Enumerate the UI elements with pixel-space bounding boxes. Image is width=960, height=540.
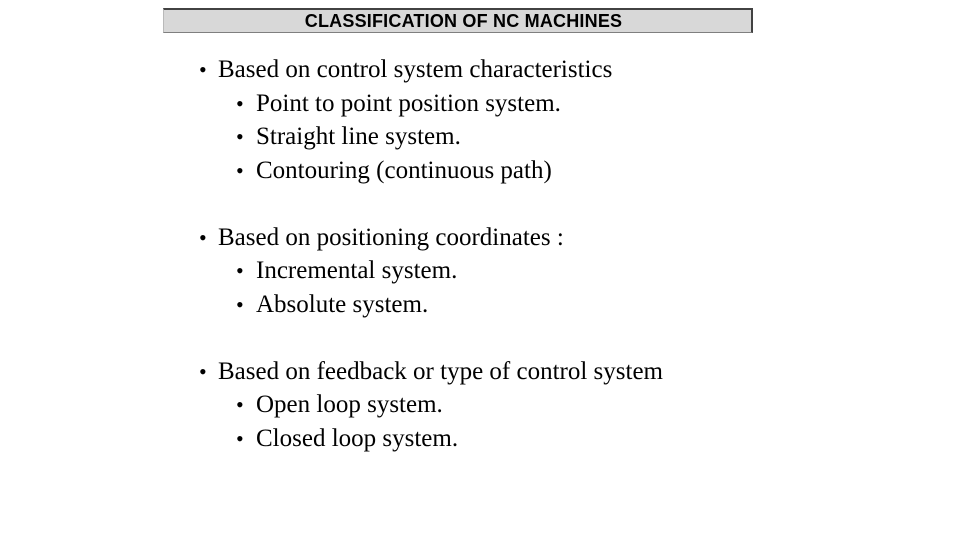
item-text: Point to point position system. xyxy=(256,89,561,117)
bullet-icon: • xyxy=(236,392,244,417)
item-text: Contouring (continuous path) xyxy=(256,156,552,184)
bullet-item: • Open loop system. xyxy=(236,388,960,422)
bullet-icon: • xyxy=(236,90,244,116)
bullet-group-feedback-control: • Based on feedback or type of control sy… xyxy=(0,355,960,456)
slide-title: CLASSIFICATION OF NC MACHINES xyxy=(304,10,623,31)
bullet-item: • Closed loop system. xyxy=(236,422,960,456)
bullet-item: • Contouring (continuous path) xyxy=(236,154,960,188)
heading-text: Based on positioning coordinates : xyxy=(218,223,564,251)
bullet-icon: • xyxy=(236,425,244,451)
bullet-group-control-system: • Based on control system characteristics… xyxy=(0,53,960,187)
bullet-item: • Straight line system. xyxy=(236,120,960,154)
slide-content: • Based on control system characteristics… xyxy=(0,53,960,455)
bullet-heading: • Based on control system characteristics xyxy=(199,53,960,87)
bullet-icon: • xyxy=(236,258,244,283)
item-text: Closed loop system. xyxy=(256,424,459,452)
heading-text: Based on feedback or type of control sys… xyxy=(218,357,664,385)
item-text: Open loop system. xyxy=(256,391,443,418)
item-text: Incremental system. xyxy=(256,257,458,284)
bullet-icon: • xyxy=(199,224,207,250)
bullet-item: • Absolute system. xyxy=(236,288,960,322)
bullet-icon: • xyxy=(236,157,244,183)
bullet-heading: • Based on feedback or type of control sy… xyxy=(199,355,960,389)
bullet-item: • Point to point position system. xyxy=(236,87,960,121)
heading-text: Based on control system characteristics xyxy=(218,56,613,83)
bullet-group-positioning-coordinates: • Based on positioning coordinates : • Inc… xyxy=(0,221,960,322)
bullet-item: • Incremental system. xyxy=(236,254,960,288)
title-bar: CLASSIFICATION OF NC MACHINES xyxy=(163,8,753,33)
item-text: Straight line system. xyxy=(256,123,461,150)
item-text: Absolute system. xyxy=(256,290,429,318)
bullet-icon: • xyxy=(236,124,244,149)
bullet-heading: • Based on positioning coordinates : xyxy=(199,221,960,255)
bullet-icon: • xyxy=(199,358,207,384)
bullet-icon: • xyxy=(236,291,244,317)
bullet-icon: • xyxy=(199,57,207,82)
